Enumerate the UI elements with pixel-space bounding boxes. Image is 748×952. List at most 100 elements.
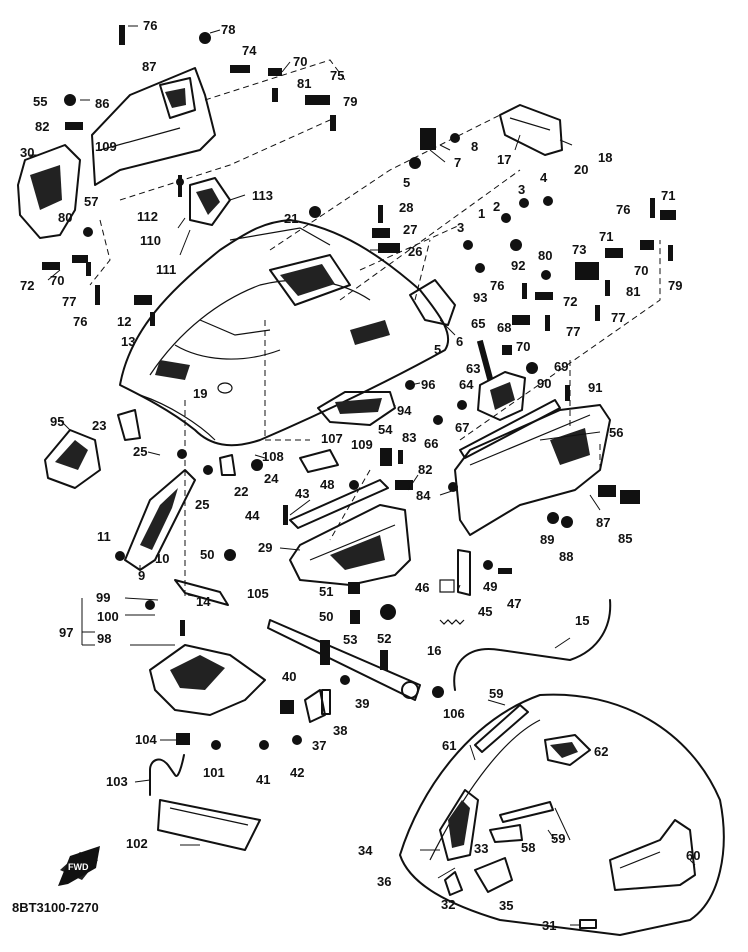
callout-label: 76 (73, 314, 87, 329)
callout-label: 65 (471, 316, 485, 331)
callout-label: 38 (333, 723, 347, 738)
callout-label: 110 (140, 233, 161, 248)
callout-label: 4 (540, 170, 548, 185)
callout-label: 24 (264, 471, 279, 486)
callout-label: 41 (256, 772, 270, 787)
callout-label: 82 (418, 462, 432, 477)
callout-label: 64 (459, 377, 474, 392)
callout-label: 1 (478, 206, 485, 221)
callout-label: 103 (106, 774, 128, 789)
callout-label: 5 (434, 342, 441, 357)
vent-duct-110 (189, 177, 231, 226)
callout-label: 79 (668, 278, 682, 293)
callout-label: 72 (20, 278, 34, 293)
callout-label: 77 (611, 310, 625, 325)
callout-label: 16 (427, 643, 441, 658)
callout-label: 55 (33, 94, 47, 109)
callout-label: 113 (252, 188, 273, 203)
side-bracket-30 (17, 144, 81, 239)
callout-label: 66 (424, 436, 438, 451)
callout-label: 31 (542, 918, 556, 933)
leader-lines (30, 25, 696, 926)
lower-mid-parts (259, 640, 444, 750)
callout-label: 14 (196, 594, 211, 609)
callout-label: 108 (262, 449, 284, 464)
callout-label: 10 (155, 551, 169, 566)
callout-label: 62 (594, 744, 608, 759)
callout-labels: 76 78 87 74 70 81 75 79 55 86 82 109 30 … (20, 18, 700, 933)
callout-label: 83 (402, 430, 416, 445)
front-direction-mark: FWD (58, 846, 100, 886)
callout-label: 19 (193, 386, 207, 401)
callout-label: 3 (457, 220, 464, 235)
bracket-23 (117, 409, 141, 441)
callout-label: 79 (343, 94, 357, 109)
callout-label: 39 (355, 696, 369, 711)
callout-label: 91 (588, 380, 602, 395)
callout-label: 90 (537, 376, 551, 391)
callout-label: 107 (321, 431, 343, 446)
fasteners-top (42, 25, 676, 331)
callout-label: 77 (566, 324, 580, 339)
callout-label: 18 (598, 150, 612, 165)
panel-6 (409, 279, 456, 326)
callout-label: 21 (284, 211, 298, 226)
callout-label: 104 (135, 732, 157, 747)
callout-label: 81 (297, 76, 311, 91)
callout-label: 78 (221, 22, 235, 37)
callout-label: 57 (84, 194, 98, 209)
callout-label: 69 (554, 359, 568, 374)
callout-label: 48 (320, 477, 334, 492)
callout-label: 26 (408, 244, 422, 259)
callout-label: 25 (133, 444, 147, 459)
callout-label: 71 (661, 188, 675, 203)
inner-duct-29 (289, 504, 411, 586)
callout-label: 85 (618, 531, 632, 546)
callout-label: 101 (203, 765, 225, 780)
plate-45 (439, 549, 471, 596)
callout-label: 109 (95, 139, 117, 154)
callout-label: 100 (97, 609, 119, 624)
callout-label: 32 (441, 897, 455, 912)
callout-label: 30 (20, 145, 34, 160)
callout-label: 86 (95, 96, 109, 111)
callout-label: 34 (358, 843, 373, 858)
front-mark-label: FWD (68, 862, 89, 872)
callout-label: 25 (195, 497, 209, 512)
callout-label: 56 (609, 425, 623, 440)
callout-label: 54 (378, 422, 393, 437)
callout-label: 70 (50, 273, 64, 288)
plate-14 (174, 579, 229, 606)
callout-label: 63 (466, 361, 480, 376)
callout-label: 68 (497, 320, 511, 335)
callout-label: 6 (456, 334, 463, 349)
fasteners-mid (115, 345, 640, 636)
callout-label: 35 (499, 898, 513, 913)
callout-label: 40 (282, 669, 296, 684)
callout-label: 61 (442, 738, 456, 753)
callout-label: 71 (599, 229, 613, 244)
callout-label: 98 (97, 631, 111, 646)
callout-label: 70 (634, 263, 648, 278)
callout-label: 93 (473, 290, 487, 305)
callout-label: 112 (137, 209, 158, 224)
strip-108 (299, 449, 339, 473)
callout-label: 59 (551, 831, 565, 846)
brace-9 (124, 469, 196, 571)
callout-label: 43 (295, 486, 309, 501)
callout-label: 12 (117, 314, 131, 329)
callout-label: 51 (319, 584, 333, 599)
callout-label: 3 (518, 182, 525, 197)
callout-label: 82 (35, 119, 49, 134)
upper-cowl (119, 219, 450, 447)
callout-label: 105 (247, 586, 269, 601)
callout-label: 77 (62, 294, 76, 309)
callout-label: 28 (399, 200, 413, 215)
callout-label: 22 (234, 484, 248, 499)
callout-label: 70 (516, 339, 530, 354)
callout-label: 58 (521, 840, 535, 855)
callout-label: 84 (416, 488, 431, 503)
callout-label: 47 (507, 596, 521, 611)
bracket-63 (477, 371, 526, 421)
callout-label: 67 (455, 420, 469, 435)
